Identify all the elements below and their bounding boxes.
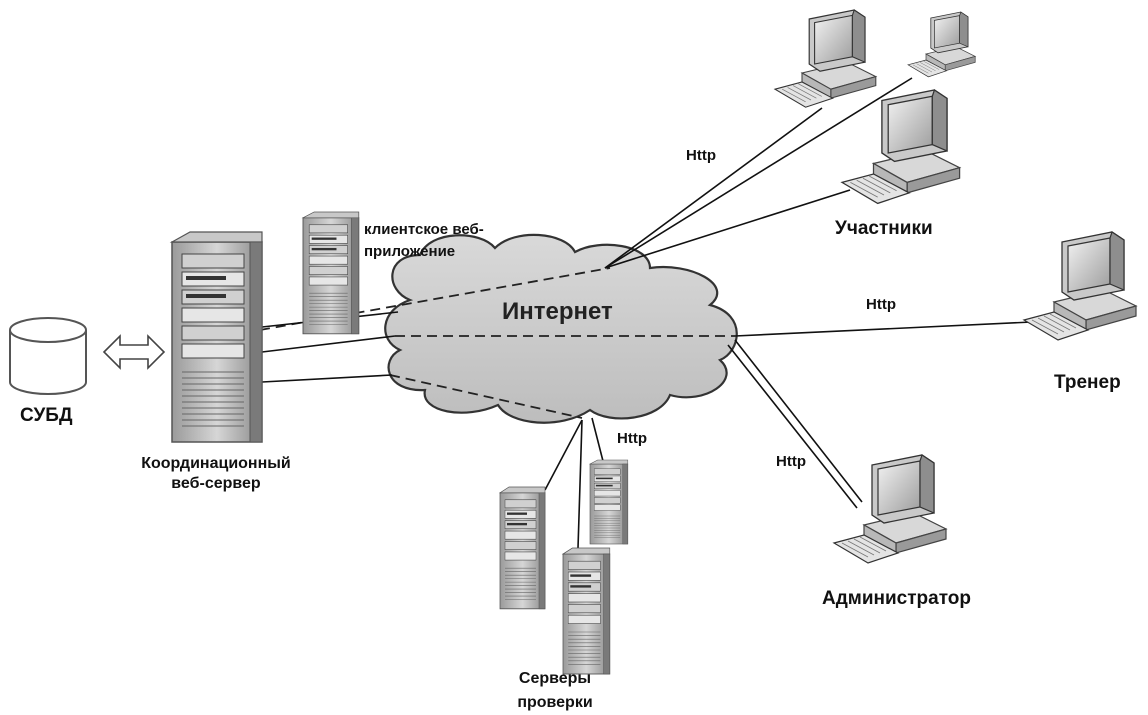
check-server-icon-2: [562, 547, 611, 675]
coordinator-server-icon: [171, 231, 263, 443]
check-servers-label: Серверы проверки: [517, 670, 593, 711]
http-admin-label: Http: [776, 453, 806, 470]
admin-label: Администратор: [822, 588, 971, 609]
internet-cloud: [259, 233, 738, 424]
check-server-icon-3: [589, 459, 629, 545]
coordinator-label: Координационный веб-сервер: [141, 455, 291, 492]
dbms-label: СУБД: [20, 405, 73, 426]
client-app-label: клиентское веб- приложение: [364, 221, 484, 260]
admin-computer-icon: [833, 454, 947, 564]
check-server-icon-1: [499, 486, 546, 610]
client-app-server-icon: [302, 211, 360, 335]
participant-computer-icon-1: [774, 9, 877, 108]
participant-computer-icon-2: [907, 11, 976, 78]
bidirectional-arrow-icon: [102, 334, 166, 370]
http-servers-label: Http: [617, 430, 647, 447]
trainer-label: Тренер: [1054, 372, 1121, 393]
trainer-computer-icon: [1023, 231, 1137, 341]
http-participants-label: Http: [686, 147, 716, 164]
internet-label: Интернет: [502, 298, 613, 325]
connection-lines: [261, 77, 1033, 549]
http-trainer-label: Http: [866, 296, 896, 313]
cloud-icon: [384, 233, 738, 424]
participant-computer-icon-3: [841, 89, 961, 205]
participants-label: Участники: [835, 218, 933, 239]
database-icon: [9, 317, 87, 395]
